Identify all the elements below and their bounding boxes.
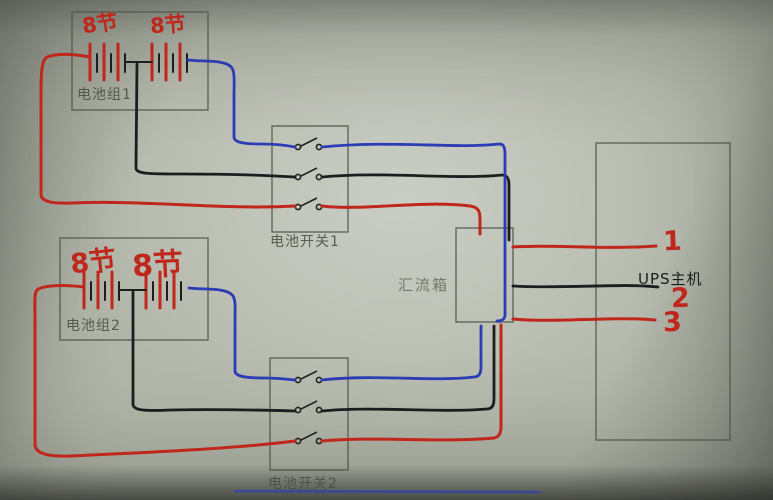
wire-black-battery1-to-switch1 — [134, 62, 297, 179]
battery-group-1-label: 电池组1 — [77, 87, 132, 103]
battery-1-cell-count-1: 8节 — [80, 9, 120, 39]
wire-red-switch2-to-bus — [320, 323, 503, 443]
ups-box — [595, 142, 731, 441]
battery-1-cells-icon — [88, 42, 188, 82]
wire-black-switch1-to-bus — [320, 173, 511, 242]
battery-switch-1-label: 电池开关1 — [270, 234, 340, 250]
battery-group-2-label: 电池组2 — [66, 318, 121, 334]
ups-label: UPS主机 — [638, 270, 703, 288]
battery-2-cells-icon — [82, 270, 182, 310]
wire-black-switch2-to-bus — [320, 324, 496, 413]
wire-black-battery2-to-switch2 — [131, 290, 297, 413]
photo-edge-blue-line — [233, 489, 542, 494]
wire-red-battery1-to-switch1 — [39, 52, 297, 209]
battery-switch-2-label: 电池开关2 — [268, 476, 338, 492]
wire-red-switch1-to-bus — [320, 202, 482, 236]
bus-box — [455, 227, 514, 323]
battery-switch-2-box — [269, 357, 349, 471]
wire-red-battery2-to-switch2 — [33, 284, 297, 458]
battery-2-cell-count-1: 8节 — [68, 244, 118, 281]
battery-2-cell-count-2: 8节 — [131, 246, 184, 285]
ups-port-3-label: 3 — [662, 306, 683, 339]
wire-blue-switch1-to-bus — [320, 142, 507, 323]
switch-1-contacts-icon — [294, 137, 323, 211]
wire-blue-switch2-to-bus — [320, 324, 483, 382]
battery-1-cell-count-2: 8节 — [149, 11, 187, 39]
wire-red-bus-to-ups-1 — [511, 244, 658, 249]
wire-blue-battery2-to-switch2 — [187, 286, 297, 382]
wire-blue-battery1-to-switch1 — [186, 58, 297, 149]
wire-red-bus-to-ups-3 — [511, 317, 657, 322]
battery-switch-1-box — [271, 125, 349, 233]
bus-box-label: 汇流箱 — [398, 276, 450, 294]
ups-port-1-label: 1 — [662, 225, 683, 258]
wire-black-bus-to-ups-2 — [511, 284, 660, 289]
switch-2-contacts-icon — [294, 370, 323, 445]
